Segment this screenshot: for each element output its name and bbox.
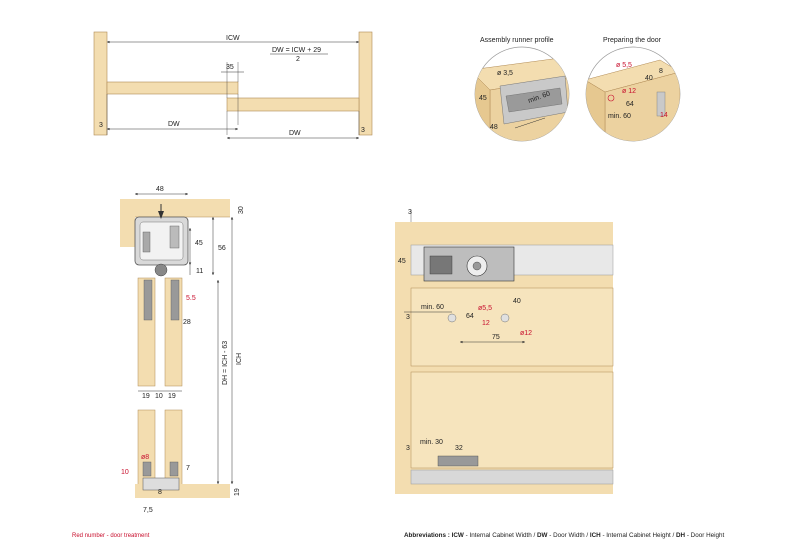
front-min30-label: min. 30 — [420, 439, 443, 446]
section-width-label: 48 — [156, 186, 164, 193]
dw-left-label: DW — [168, 121, 180, 128]
section-d7-label: 7 — [186, 465, 190, 472]
front-min60-label: min. 60 — [421, 304, 444, 311]
front-d64-label: 64 — [466, 313, 474, 320]
section-d8-label: ø8 — [141, 454, 149, 461]
section-ich-label: ICH — [236, 353, 243, 365]
section-d8b-label: 8 — [158, 489, 162, 496]
door-dim-8-label: 8 — [659, 68, 663, 75]
door-min-label: min. 60 — [608, 113, 631, 120]
door-dim-14-label: 14 — [660, 112, 668, 119]
section-d10-label: 10 — [121, 469, 129, 476]
section-view-diagram: 48 30 45 56 11 5.5 28 19 10 19 DH = ICH … — [120, 186, 245, 514]
front-gap3b-label: 3 — [406, 445, 410, 452]
door-right — [226, 97, 360, 112]
section-top-label: 30 — [238, 206, 245, 214]
front-view-diagram: 3 45 min. 60 3 64 ø5,5 12 40 ø12 75 3 mi… — [395, 209, 614, 494]
red-number-note: Red number - door treatment — [72, 533, 150, 539]
front-d12b-label: ø12 — [520, 330, 532, 337]
icw-label: ICW — [226, 35, 240, 42]
section-d55-label: 5.5 — [186, 295, 196, 302]
dw-right-label: DW — [289, 130, 301, 137]
section-d19-label: 19 — [234, 488, 241, 496]
front-h45-label: 45 — [398, 258, 406, 265]
section-d28-label: 28 — [183, 319, 191, 326]
section-d75-label: 7,5 — [143, 507, 153, 514]
section-h11-label: 11 — [196, 268, 203, 275]
section-h45-label: 45 — [195, 240, 203, 247]
abbrev-text: - Door Width / — [547, 532, 590, 539]
abbrev-code: DW — [537, 532, 548, 539]
abbreviations-legend: Abbreviations : ICW - Internal Cabinet W… — [404, 532, 724, 539]
gap-left-label: 3 — [99, 122, 103, 129]
front-d32-label: 32 — [455, 445, 463, 452]
door-panel-upper — [410, 287, 614, 367]
preparing-door-title: Preparing the door — [603, 37, 662, 44]
runner-hole-label: ø 3,5 — [497, 70, 513, 77]
door-dim-64-label: 64 — [626, 101, 634, 108]
door-left — [106, 81, 239, 95]
cabinet-side-left — [93, 31, 108, 136]
front-d40-label: 40 — [513, 298, 521, 305]
door-dim-40-label: 40 — [645, 75, 653, 82]
abbrev-code: DH — [675, 532, 686, 539]
front-gap3-label: 3 — [406, 314, 410, 321]
section-h56-label: 56 — [218, 245, 226, 252]
abbrev-label: Abbreviations : — [404, 532, 450, 539]
preparing-door-detail: ø 5,5 ø 12 8 40 64 14 min. 60 — [585, 46, 681, 142]
overlap-label: 35 — [226, 64, 234, 71]
section-w10-label: 10 — [155, 393, 163, 400]
section-w19b-label: 19 — [168, 393, 176, 400]
front-d12-label: 12 — [482, 320, 490, 327]
abbrev-text: - Internal Cabinet Height / — [600, 532, 676, 539]
runner-profile-detail: ø 3,5 45 48 min. 60 — [474, 46, 570, 142]
abbrev-text: - Door Height — [685, 532, 725, 539]
section-w19a-label: 19 — [142, 393, 150, 400]
abbrev-code: ICW — [451, 532, 464, 539]
runner-depth-label: 48 — [490, 124, 498, 131]
section-dh-label: DH = ICH - 63 — [222, 341, 229, 385]
runner-height-label: 45 — [479, 95, 487, 102]
abbrev-text: - Internal Cabinet Width / — [463, 532, 537, 539]
front-gap-top-label: 3 — [408, 209, 412, 216]
front-d75-label: 75 — [492, 334, 500, 341]
plan-view-diagram: ICW DW = ICW + 29 2 35 3 DW DW 3 — [93, 31, 373, 140]
dw-formula-bottom: 2 — [296, 56, 300, 63]
front-d55-label: ø5,5 — [478, 305, 492, 312]
dw-formula-top: DW = ICW + 29 — [272, 47, 321, 54]
door-panel-lower — [410, 371, 614, 469]
abbrev-code: ICH — [589, 532, 601, 539]
runner-profile-title: Assembly runner profile — [480, 37, 554, 44]
cabinet-side-right — [358, 31, 373, 136]
door-hole-small-label: ø 5,5 — [616, 62, 632, 69]
gap-right-label: 3 — [361, 127, 365, 134]
door-hole-large-label: ø 12 — [622, 88, 636, 95]
